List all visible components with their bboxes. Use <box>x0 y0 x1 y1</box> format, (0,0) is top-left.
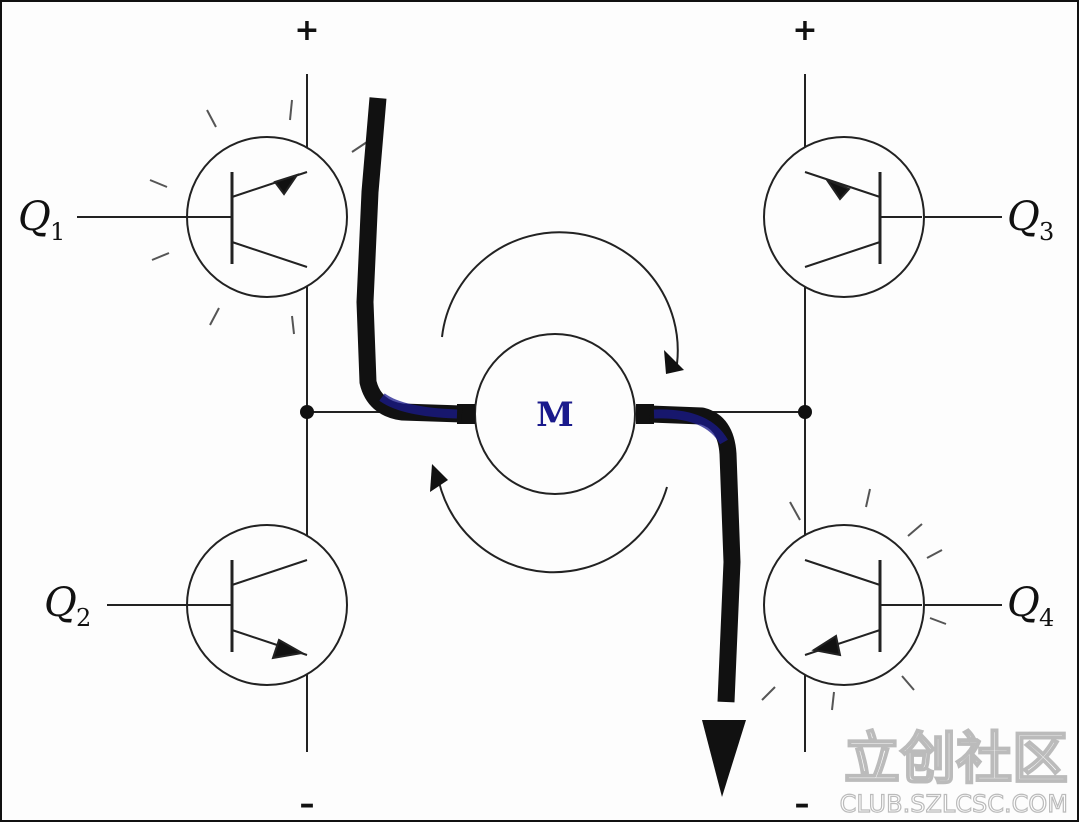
q4-glow-rays <box>761 488 947 711</box>
left-junction-dot <box>300 405 314 419</box>
current-arrow-head <box>702 720 746 797</box>
label-q4: Q 4 <box>1007 580 1054 632</box>
label-q3: Q 3 <box>1007 194 1054 246</box>
rotation-arrow-top <box>441 231 679 365</box>
current-path <box>356 97 746 797</box>
watermark-brand: 立创社区 <box>844 727 1068 792</box>
transistor-q1 <box>149 99 368 335</box>
svg-text:Q: Q <box>18 194 51 240</box>
right-junction-dot <box>798 405 812 419</box>
top-left-plus: + <box>294 13 319 48</box>
svg-text:2: 2 <box>76 604 91 632</box>
motor-label: M <box>536 395 574 435</box>
bottom-right-minus: – <box>795 787 810 822</box>
svg-text:Q: Q <box>1007 194 1040 240</box>
current-path-lower <box>649 405 741 703</box>
motor <box>430 231 684 574</box>
transistor-q3 <box>763 136 925 298</box>
label-q2: Q 2 <box>44 580 91 632</box>
transistor-q2 <box>186 524 348 686</box>
svg-text:Q: Q <box>1007 580 1040 626</box>
svg-text:3: 3 <box>1039 218 1054 246</box>
svg-text:4: 4 <box>1039 604 1054 632</box>
watermark-url: CLUB.SZLCSC.COM <box>840 790 1068 818</box>
svg-text:1: 1 <box>50 218 65 246</box>
motor-right-terminal <box>636 404 654 424</box>
rotation-arrow-bottom <box>436 471 668 574</box>
transistor-q4 <box>761 488 947 711</box>
top-right-plus: + <box>792 13 817 48</box>
label-q1: Q 1 <box>18 194 65 246</box>
q1-glow-rays <box>149 99 368 335</box>
svg-text:Q: Q <box>44 580 77 626</box>
current-path-upper <box>356 97 463 423</box>
bottom-left-minus: – <box>300 787 315 822</box>
